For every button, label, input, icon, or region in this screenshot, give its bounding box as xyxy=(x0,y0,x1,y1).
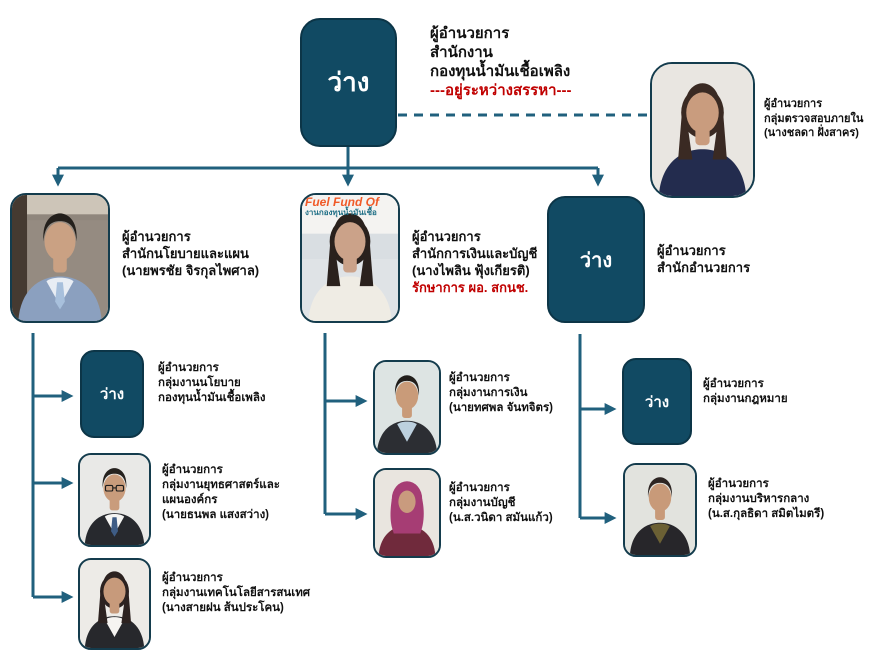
label-line: (นายธนพล แสงสว่าง) xyxy=(162,509,270,521)
portrait-woman-magenta-hijab xyxy=(373,468,441,558)
label-line: กลุ่มงานบริหารกลาง xyxy=(708,493,810,505)
node-label-policy-and-plan-office-director: ผู้อำนวยการสำนักนโยบายและแผน (นายพรชัย จิ… xyxy=(122,228,259,279)
node-label-accounting-group-director: ผู้อำนวยการกลุ่มงานบัญชี (น.ส.วนิดา สมันแ… xyxy=(449,481,553,526)
label-line: (นางไพลิน ฟุ้งเกียรติ) xyxy=(412,263,530,278)
vacant-label: ว่าง xyxy=(327,67,370,97)
vacant-box-fuel-fund-office-director: ว่าง xyxy=(300,18,397,147)
label-line: (นายทศพล จันทจิตร) xyxy=(449,402,553,414)
vacant-box-administration-office-director: ว่าง xyxy=(547,196,645,323)
vacant-box-fuel-fund-policy-group-director: ว่าง xyxy=(80,350,144,438)
portrait-man-gray-suit-arms-crossed xyxy=(10,193,110,323)
label-line: ผู้อำนวยการ xyxy=(412,229,481,244)
label-line: แผนองค์กร xyxy=(162,494,218,506)
label-line: กลุ่มงานกฎหมาย xyxy=(703,393,788,405)
label-line: กลุ่มงานยุทธศาสตร์และ xyxy=(162,479,280,491)
label-line: ผู้อำนวยการ xyxy=(708,478,769,490)
label-line: กลุ่มงานนโยบาย xyxy=(158,377,241,389)
label-line: ผู้อำนวยการ xyxy=(430,25,510,42)
node-label-fuel-fund-office-director: ผู้อำนวยการสำนักงานกองทุนน้ำมันเชื้อเพลิ… xyxy=(430,24,572,100)
office-sign-line: Fuel Fund Of xyxy=(305,195,379,209)
label-line: ผู้อำนวยการ xyxy=(158,362,219,374)
label-line: สำนักการเงินและบัญชี xyxy=(412,246,538,261)
node-label-strategy-and-corporate-plan-group-director: ผู้อำนวยการกลุ่มงานยุทธศาสตร์และแผนองค์ก… xyxy=(162,463,280,523)
node-label-legal-group-director: ผู้อำนวยการกลุ่มงานกฎหมาย xyxy=(703,377,788,407)
label-line: ผู้อำนวยการ xyxy=(764,98,823,110)
label-line: ผู้อำนวยการ xyxy=(703,378,764,390)
label-line: (น.ส.กุลธิดา สมิตไมตรี) xyxy=(708,508,825,520)
node-label-information-technology-group-director: ผู้อำนวยการกลุ่มงานเทคโนโลยีสารสนเทศ (นาง… xyxy=(162,571,310,616)
node-label-internal-audit-group-director: ผู้อำนวยการกลุ่มตรวจสอบภายใน (นางชลดา ฝั่… xyxy=(764,97,863,141)
vacant-label: ว่าง xyxy=(644,393,670,411)
node-label-fuel-fund-policy-group-director: ผู้อำนวยการกลุ่มงานนโยบายกองทุนน้ำมันเชื… xyxy=(158,361,266,406)
portrait-woman-black-jacket-long-hair xyxy=(78,558,151,650)
label-line: กลุ่มงานการเงิน xyxy=(449,387,528,399)
label-line: (นางชลดา ฝั่งสาคร) xyxy=(764,127,859,139)
node-label-administration-office-director: ผู้อำนวยการสำนักอำนวยการ xyxy=(657,242,750,276)
node-label-central-administration-group-director: ผู้อำนวยการกลุ่มงานบริหารกลาง (น.ส.กุลธิด… xyxy=(708,477,824,522)
label-line: ผู้อำนวยการ xyxy=(449,482,510,494)
label-line: รักษาการ ผอ. สกนช. xyxy=(412,280,529,295)
label-line: สำนักอำนวยการ xyxy=(657,260,751,275)
label-line: สำนักงาน xyxy=(430,44,493,61)
label-line: กองทุนน้ำมันเชื้อเพลิง xyxy=(158,392,266,404)
label-line: (นายพรชัย จิรกุลไพศาล) xyxy=(122,263,260,278)
vacant-box-legal-group-director: ว่าง xyxy=(622,358,692,445)
portrait-man-black-suit-glasses xyxy=(78,453,151,547)
label-line: (น.ส.วนิดา สมันแก้ว) xyxy=(449,512,553,524)
label-line: ผู้อำนวยการ xyxy=(162,572,223,584)
label-line: ผู้อำนวยการ xyxy=(449,372,510,384)
label-line: กลุ่มตรวจสอบภายใน xyxy=(764,112,864,125)
label-line: กลุ่มงานเทคโนโลยีสารสนเทศ xyxy=(162,587,311,599)
label-line: ---อยู่ระหว่างสรรหา--- xyxy=(430,82,572,99)
label-line: สำนักนโยบายและแผน xyxy=(122,246,249,261)
portrait-man-dark-jacket-blue-shirt xyxy=(373,360,441,455)
portrait-woman-navy-dress xyxy=(650,62,755,198)
node-label-finance-and-accounting-office-director: ผู้อำนวยการสำนักการเงินและบัญชี (นางไพลิน… xyxy=(412,228,537,296)
office-sign-line: งานกองทุนน้ำมันเชื้อ xyxy=(305,207,377,217)
node-label-finance-group-director: ผู้อำนวยการกลุ่มงานการเงิน (นายทศพล จันทจ… xyxy=(449,371,553,416)
label-line: (นางสายฝน ส้นประโคน) xyxy=(162,602,284,614)
portrait-woman-black-jacket-short-hair xyxy=(623,463,697,557)
label-line: ผู้อำนวยการ xyxy=(657,243,726,258)
label-line: ผู้อำนวยการ xyxy=(162,464,223,476)
vacant-label: ว่าง xyxy=(99,386,125,403)
label-line: ผู้อำนวยการ xyxy=(122,229,191,244)
vacant-label: ว่าง xyxy=(579,249,613,272)
label-line: กองทุนน้ำมันเชื้อเพลิง xyxy=(430,63,571,80)
label-line: กลุ่มงานบัญชี xyxy=(449,497,516,509)
